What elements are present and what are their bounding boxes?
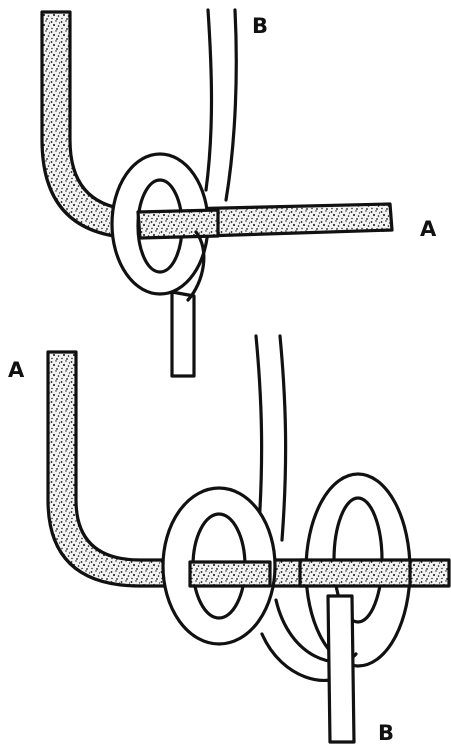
top-label-a: A: [420, 217, 437, 241]
bottom-rope-a-front-right: [300, 560, 410, 586]
top-label-b: B: [252, 14, 268, 38]
bottom-label-b: B: [378, 721, 394, 745]
bottom-knot-figure: A B: [8, 336, 449, 745]
bottom-rope-b-lower-ends: [328, 596, 354, 742]
bottom-rope-b-upper: [256, 336, 286, 540]
top-rope-a: [42, 12, 392, 238]
top-rope-a-over-loop: [138, 210, 218, 238]
bottom-rope-a-front: [190, 562, 270, 586]
top-knot-figure: B A: [42, 10, 437, 376]
top-rope-b-strand: [206, 10, 236, 200]
bottom-label-a: A: [8, 358, 25, 382]
